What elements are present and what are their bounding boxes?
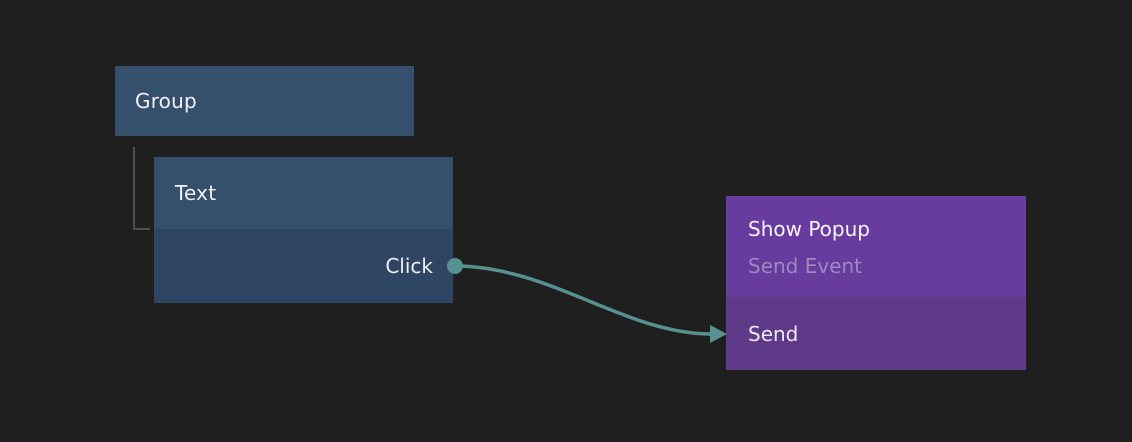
connection-edge[interactable] — [453, 264, 713, 336]
node-show-popup-ports-section: Send — [726, 297, 1026, 370]
node-show-popup-title: Show Popup — [748, 216, 870, 241]
node-group[interactable]: Group — [115, 66, 414, 136]
node-show-popup-header[interactable]: Show Popup Send Event — [726, 196, 1026, 297]
node-text-ports-section: Click — [154, 229, 453, 303]
node-text[interactable]: Text Click — [154, 157, 453, 303]
node-group-title: Group — [135, 89, 197, 113]
click-output-port-label: Click — [385, 254, 433, 278]
send-input-port-label: Send — [748, 321, 799, 346]
node-text-title: Text — [175, 181, 217, 205]
node-show-popup[interactable]: Show Popup Send Event Send — [726, 196, 1026, 370]
node-text-header[interactable]: Text — [154, 157, 453, 229]
arrowhead-icon — [710, 325, 727, 343]
node-show-popup-subtitle: Send Event — [748, 253, 863, 278]
hierarchy-connector-line — [133, 147, 150, 230]
click-output-port-icon[interactable] — [447, 258, 463, 274]
